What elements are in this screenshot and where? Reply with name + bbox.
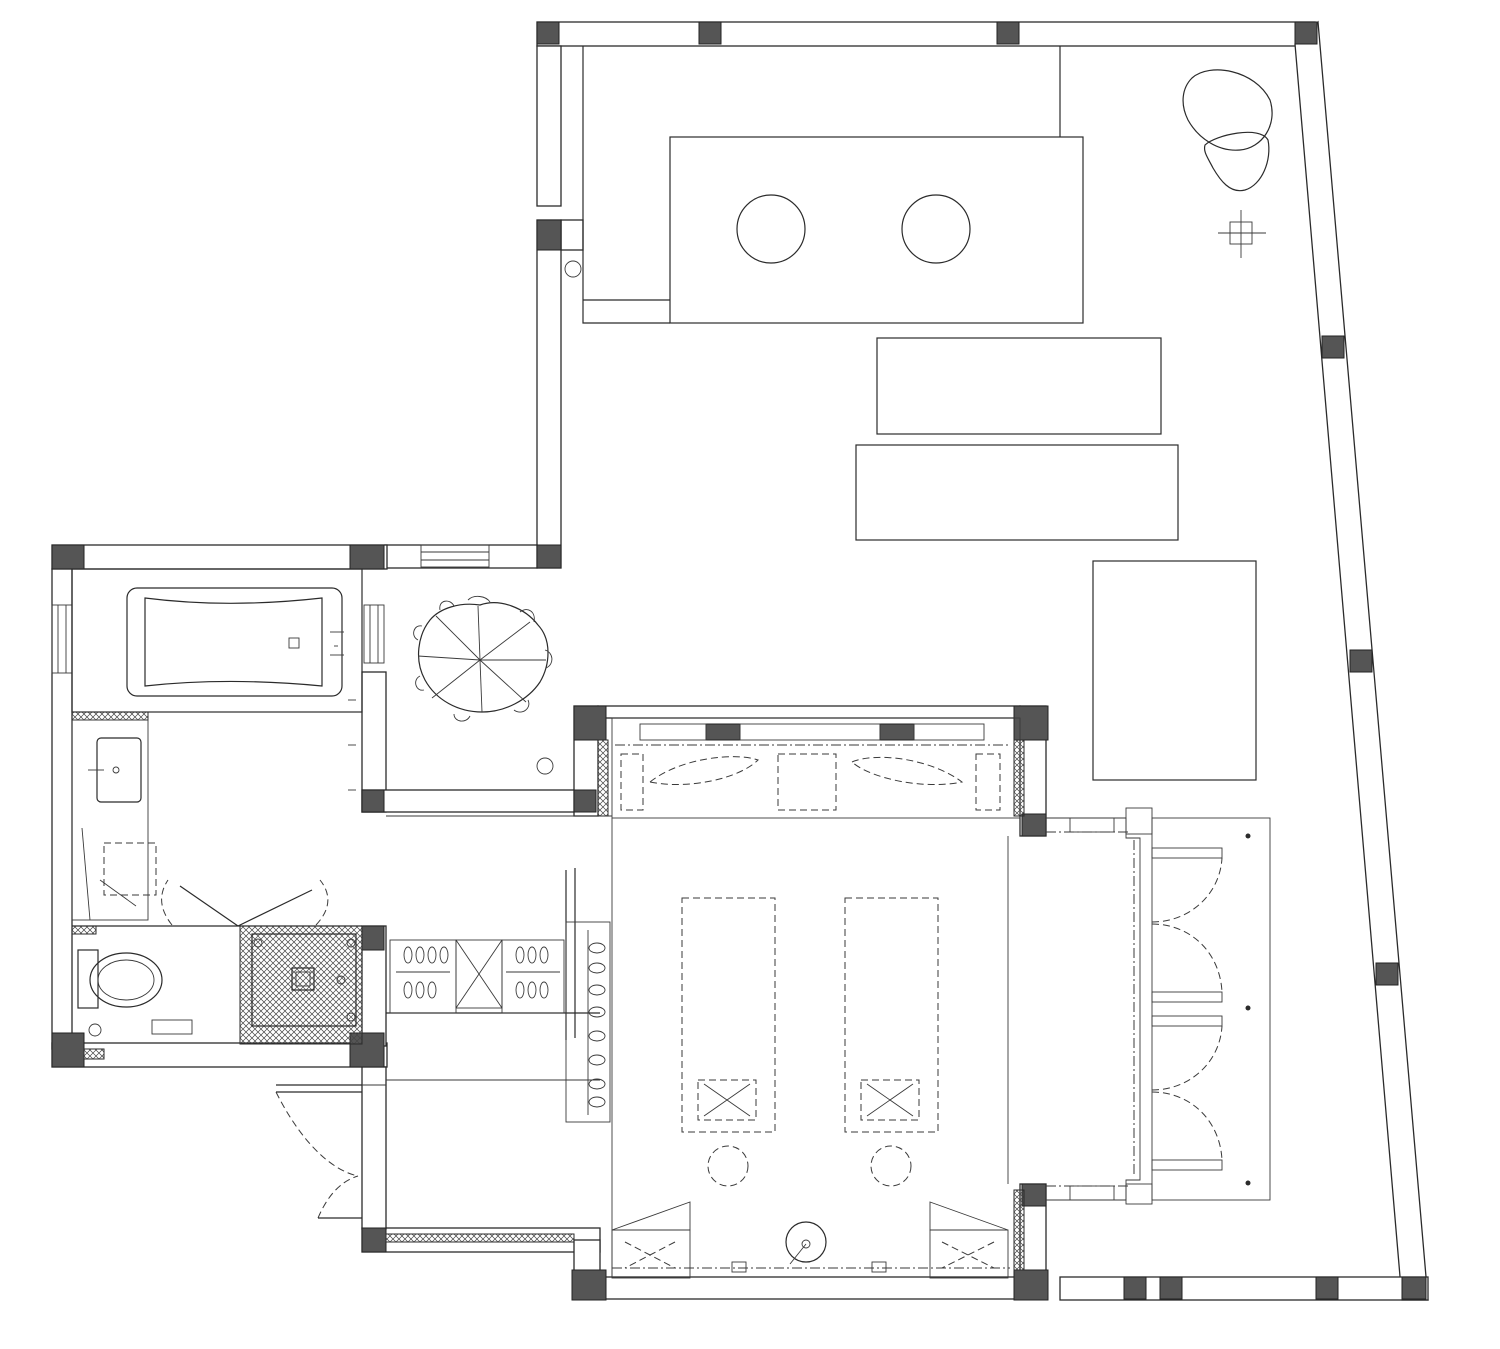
bedroom — [597, 717, 1153, 1279]
column-icon — [51, 544, 85, 570]
column-icon — [1021, 1183, 1047, 1207]
nightstand-icon — [870, 1145, 912, 1187]
balcony — [1151, 817, 1271, 1201]
column-icon — [361, 925, 385, 951]
shower-icon — [239, 925, 363, 1045]
column-icon — [573, 705, 607, 741]
stool-icon — [736, 194, 806, 264]
bed-icon — [681, 897, 776, 1133]
pot-icon — [785, 1221, 827, 1265]
column-icon — [571, 1269, 607, 1301]
bathtub-icon — [71, 568, 363, 713]
column-icon — [996, 21, 1020, 45]
column-icon — [1013, 705, 1049, 741]
sink-icon — [88, 737, 142, 803]
lamp-icon — [1218, 210, 1266, 258]
column-icon — [1349, 649, 1373, 673]
bathroom — [51, 544, 490, 1060]
sculpture-icon — [1182, 69, 1273, 151]
entrance-corridor — [275, 815, 612, 1243]
column-icon — [536, 21, 560, 45]
column-icon — [1294, 21, 1318, 45]
column-icon — [698, 21, 722, 45]
column-icon — [705, 723, 741, 741]
sofa-module — [876, 337, 1162, 435]
column-icon — [361, 789, 385, 813]
column-icon — [1321, 335, 1345, 359]
column-icon — [1375, 962, 1399, 986]
toilet-icon — [77, 949, 163, 1037]
column-icon — [361, 1227, 387, 1253]
living-area — [413, 46, 1273, 781]
sofa-module — [855, 444, 1179, 541]
door-swing-icon — [275, 1084, 362, 1219]
hanger-icon — [587, 930, 606, 1115]
column-icon — [349, 544, 385, 570]
column-icon — [1315, 1276, 1339, 1300]
nightstand-icon — [707, 1145, 749, 1187]
armchair — [1092, 560, 1257, 781]
column-icon — [1401, 1276, 1427, 1300]
structural-columns — [51, 21, 1427, 1301]
column-icon — [51, 1032, 85, 1068]
door-swing-icon — [1151, 847, 1223, 1171]
pillow-icon — [648, 756, 964, 785]
column-icon — [536, 544, 562, 569]
column-icon — [573, 789, 597, 813]
plant-icon — [413, 595, 553, 722]
column-icon — [879, 723, 915, 741]
stool-icon — [901, 194, 971, 264]
dining-table — [669, 136, 1084, 324]
bed-icon — [844, 897, 939, 1133]
column-icon — [1021, 813, 1047, 837]
column-icon — [1013, 1269, 1049, 1301]
column-icon — [1159, 1276, 1183, 1300]
hanger-icon — [396, 946, 560, 999]
column-icon — [1123, 1276, 1147, 1300]
column-icon — [536, 219, 562, 251]
